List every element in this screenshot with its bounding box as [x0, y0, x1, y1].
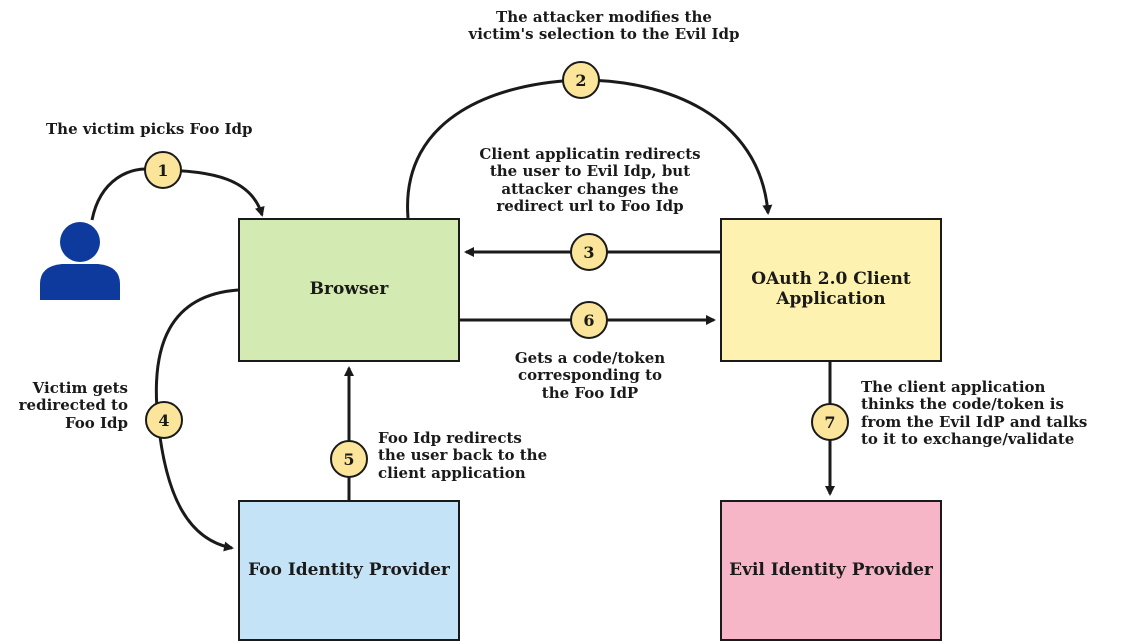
- step-badge-5: 5: [330, 440, 368, 478]
- step-4-label: Victim gets redirected to Foo Idp: [18, 379, 128, 432]
- step-badge-7: 7: [811, 403, 849, 441]
- step-badge-1: 1: [144, 151, 182, 189]
- user-icon: [40, 222, 120, 300]
- step-5-label: Foo Idp redirects the user back to the c…: [378, 429, 548, 482]
- foo-idp-node-label: Foo Identity Provider: [248, 559, 450, 580]
- step-6-label: Gets a code/token corresponding to the F…: [514, 349, 666, 402]
- step-7-label: The client application thinks the code/t…: [861, 378, 1088, 448]
- step-3-label: Client applicatin redirects the user to …: [479, 145, 701, 215]
- step-badge-3: 3: [570, 233, 608, 271]
- foo-idp-node: Foo Identity Provider: [238, 500, 460, 641]
- step-1-label: The victim picks Foo Idp: [46, 120, 253, 138]
- step-badge-2: 2: [562, 61, 600, 99]
- oauth-client-node: OAuth 2.0 Client Application: [720, 218, 942, 362]
- step-2-label: The attacker modifies the victim's selec…: [468, 8, 740, 44]
- oauth-client-node-label: OAuth 2.0 Client Application: [751, 269, 911, 309]
- step-badge-4: 4: [145, 401, 183, 439]
- step-badge-6: 6: [570, 301, 608, 339]
- browser-node: Browser: [238, 218, 460, 362]
- evil-idp-node-label: Evil Identity Provider: [729, 559, 933, 580]
- browser-node-label: Browser: [309, 279, 389, 300]
- evil-idp-node: Evil Identity Provider: [720, 500, 942, 641]
